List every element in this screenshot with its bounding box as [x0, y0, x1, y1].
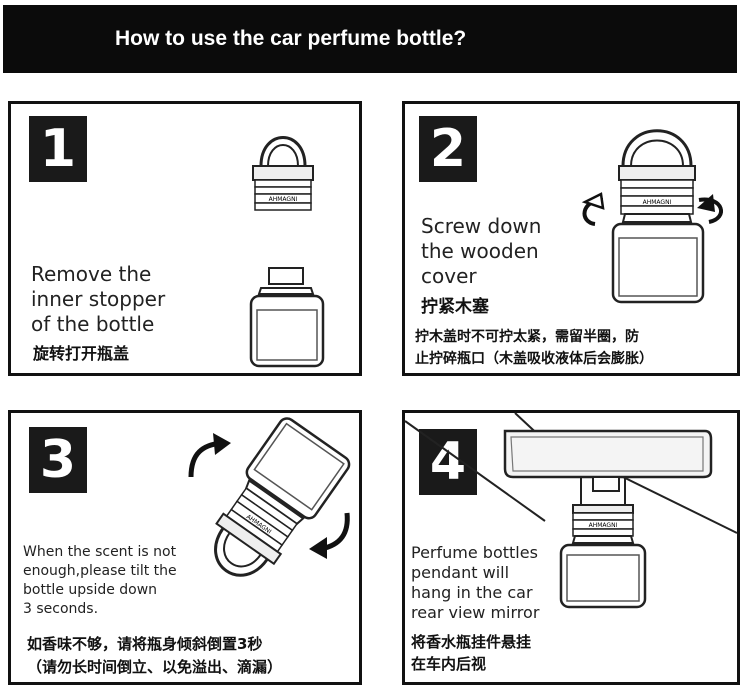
step-4-line-4: rear view mirror [411, 603, 540, 622]
step-3-panel: 3 When the scent is not enough,please ti… [8, 410, 362, 685]
step-4-note: 将香水瓶挂件悬挂 在车内后视 [411, 631, 531, 675]
step-1-line-1: Remove the [31, 262, 152, 286]
step-4-number: 4 [419, 429, 477, 495]
step-4-line-2: pendant will [411, 563, 510, 582]
step-3-note-line-2: （请勿长时间倒立、以免溢出、滴漏） [27, 658, 283, 676]
step-4-line-3: hang in the car [411, 583, 533, 602]
rear-view-mirror-illustration: AHMAGNI [404, 412, 738, 609]
tilt-arrow-bottom-icon [309, 512, 350, 559]
step-1-line-2: inner stopper [31, 287, 166, 311]
tilt-arrow-top-icon [188, 433, 231, 478]
step-3-line-2: enough,please tilt the [23, 563, 177, 579]
step-3-instruction: When the scent is not enough,please tilt… [23, 543, 177, 619]
page-title: How to use the car perfume bottle? [115, 27, 467, 50]
rotate-arrow-right-icon [697, 194, 723, 224]
step-1-line-3: of the bottle [31, 312, 155, 336]
step-2-line-1: Screw down [421, 214, 542, 238]
step-2-instruction-cn: 拧紧木塞 [421, 297, 489, 317]
step-1-number: 1 [29, 116, 87, 182]
step-3-note-line-1: 如香味不够，请将瓶身倾斜倒置3秒 [27, 635, 263, 653]
step-2-instruction: Screw down the wooden cover [421, 214, 541, 289]
title-banner: How to use the car perfume bottle? [3, 5, 737, 73]
step-2-number: 2 [419, 116, 477, 182]
step-2-note-line-1: 拧木盖时不可拧太紧，需留半圈，防 [415, 329, 639, 345]
step-1-panel: 1 Remove the inner stopper of the bottle… [8, 101, 362, 376]
step-1-instruction: Remove the inner stopper of the bottle [31, 262, 165, 337]
rotate-arrow-left-icon [581, 192, 605, 226]
cap-illustration: AHMAGNI [252, 136, 314, 211]
step-2-note: 拧木盖时不可拧太紧，需留半圈，防 止拧碎瓶口（木盖吸收液体后会膨胀） [415, 326, 653, 370]
open-bottle-illustration [249, 267, 325, 368]
step-4-instruction: Perfume bottles pendant will hang in the… [411, 543, 539, 623]
step-3-line-1: When the scent is not [23, 544, 177, 560]
step-2-panel: 2 Screw down the wooden cover 拧紧木塞 拧木盖时不… [402, 101, 740, 376]
step-3-number: 3 [29, 427, 87, 493]
closed-bottle-illustration: AHMAGNI [611, 129, 705, 304]
step-4-line-1: Perfume bottles [411, 543, 538, 562]
step-1-instruction-cn: 旋转打开瓶盖 [33, 344, 130, 363]
step-3-line-3: bottle upside down [23, 582, 158, 598]
tilted-bottle-illustration: AHMAGNI [214, 417, 351, 577]
step-4-note-line-2: 在车内后视 [411, 655, 487, 673]
step-3-note: 如香味不够，请将瓶身倾斜倒置3秒 （请勿长时间倒立、以免溢出、滴漏） [27, 633, 282, 679]
step-2-note-line-2: 止拧碎瓶口（木盖吸收液体后会膨胀） [415, 351, 653, 367]
step-4-panel: 4 Perfume bottles pendant will hang in t… [402, 410, 740, 685]
cap-brand-label: AHMAGNI [269, 196, 298, 203]
cap-brand-label-2: AHMAGNI [643, 199, 672, 206]
step-2-line-3: cover [421, 264, 477, 288]
cap-brand-label-4: AHMAGNI [589, 522, 618, 529]
step-2-line-2: the wooden [421, 239, 539, 263]
step-4-note-line-1: 将香水瓶挂件悬挂 [411, 633, 532, 651]
step-3-line-4: 3 seconds. [23, 601, 99, 617]
